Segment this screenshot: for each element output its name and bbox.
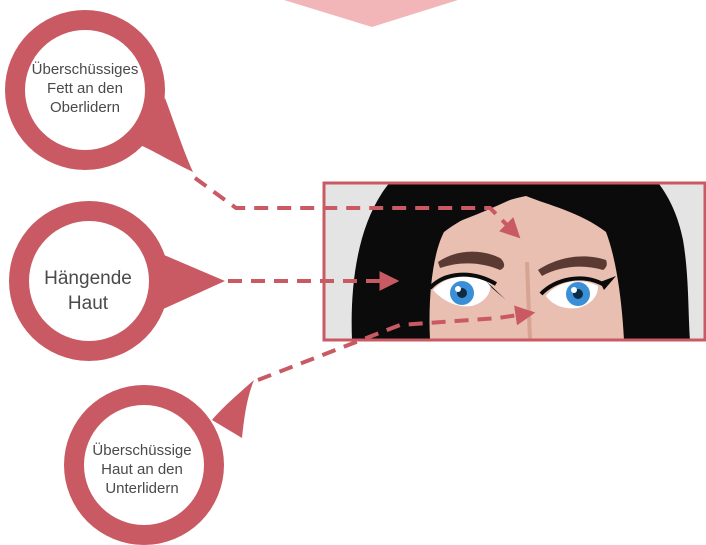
illustration-frame-border	[322, 181, 706, 342]
callout-bubble-hanging-skin	[9, 201, 225, 361]
connector-lower	[257, 305, 536, 382]
top-chevron-shape	[284, 0, 458, 27]
callout-bubble-upper-eyelid-fat	[5, 10, 193, 172]
right-eye	[539, 276, 616, 309]
hair-fringe-right	[548, 183, 640, 250]
dashed-connectors	[193, 176, 536, 382]
nose-shading	[525, 261, 532, 340]
left-eye	[428, 272, 506, 307]
hair-fringe	[420, 183, 540, 235]
connector-upper	[193, 176, 521, 239]
right-eyebrow	[538, 256, 607, 276]
callout-label-upper-eyelid-fat: Überschüssiges Fett an den Oberlidern	[31, 61, 139, 117]
callout-label-hanging-skin: Hängende Haut	[44, 268, 132, 314]
face-illustration	[322, 181, 706, 342]
left-eyebrow	[438, 251, 505, 270]
callout-bubble-lower-eyelid-skin	[64, 380, 254, 545]
callout-label-lower-eyelid-skin: Überschüssige Haut an den Unterlidern	[92, 442, 192, 498]
